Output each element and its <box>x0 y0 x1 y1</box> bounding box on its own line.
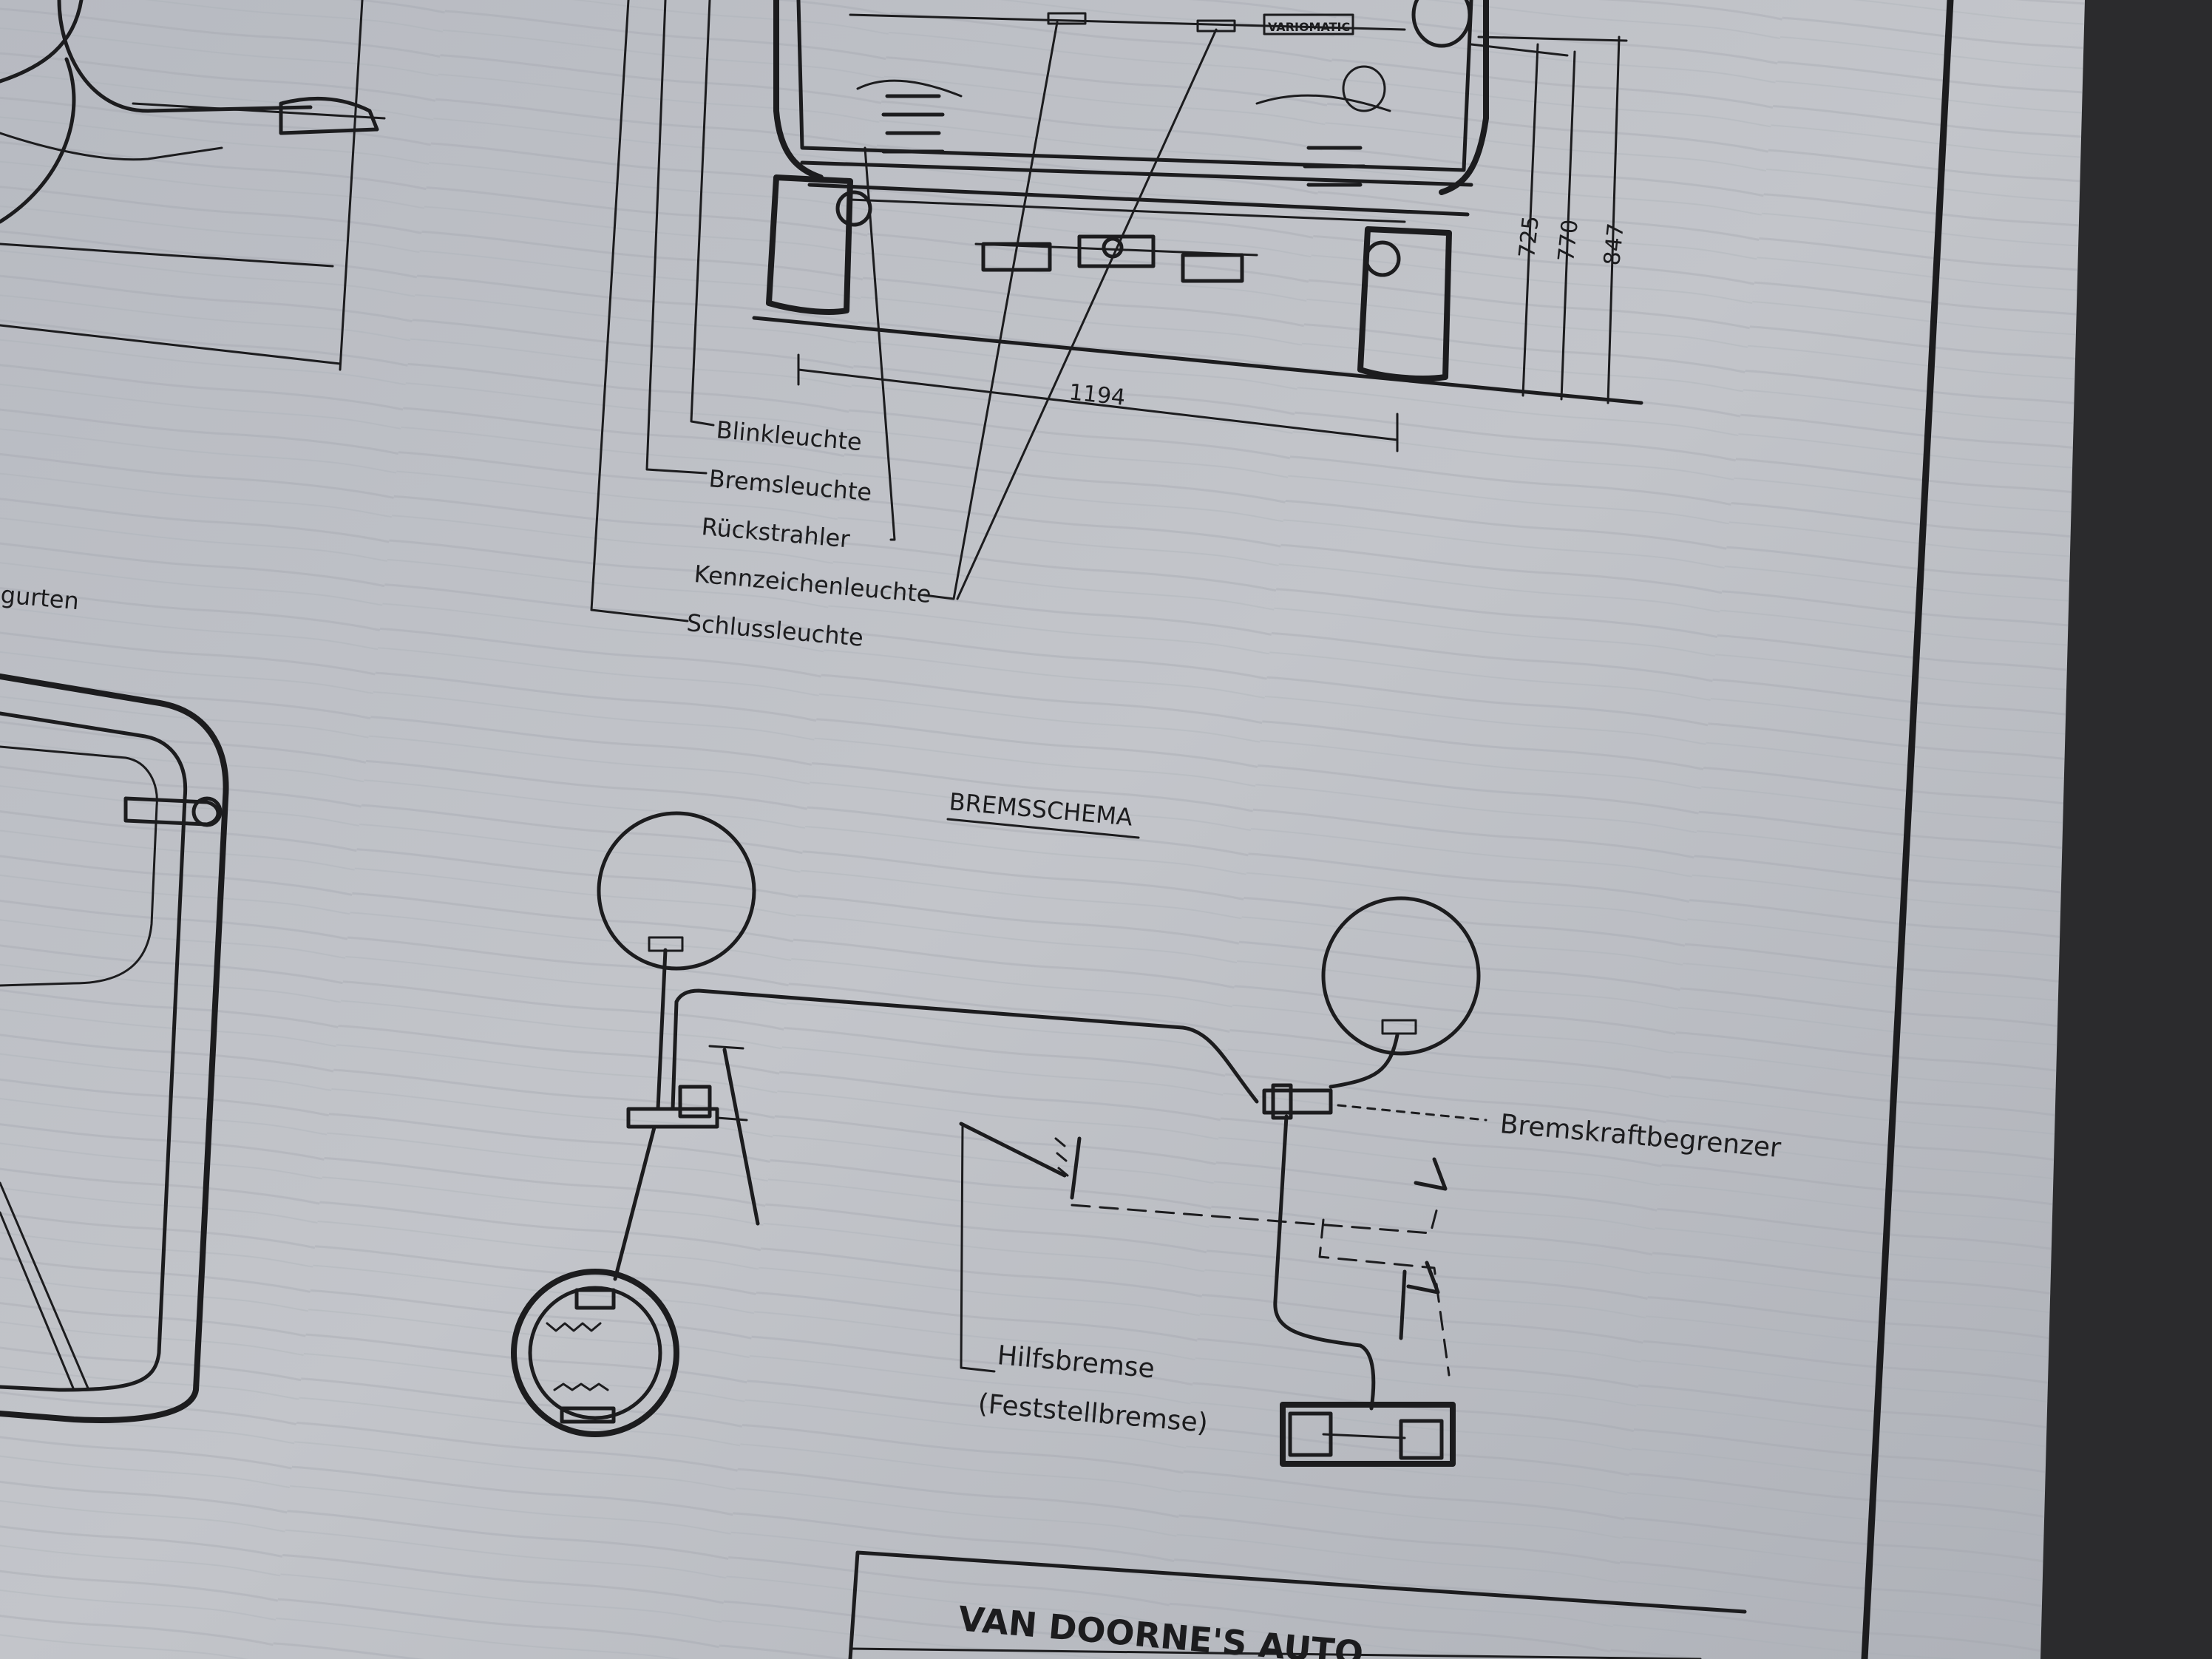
rear-view-drawing: VARIOMATIC <box>752 0 1643 405</box>
dim-847: 847 <box>1599 222 1629 267</box>
front-wheel-left <box>597 811 756 971</box>
frame-border-right <box>1861 0 1954 1659</box>
side-view-fragment <box>0 0 386 371</box>
dim-725: 725 <box>1514 214 1544 259</box>
front-wheel-right <box>1321 896 1481 1056</box>
light-leader-lines <box>590 0 1218 622</box>
dim-770: 770 <box>1553 218 1584 263</box>
rear-view-dimensions: 1194 725 770 847 <box>797 35 1629 452</box>
rear-drum-brake <box>511 1269 679 1437</box>
top-view-fragment <box>0 674 229 1423</box>
left-fragment-label: gurten <box>0 580 80 615</box>
dim-width: 1194 <box>1068 379 1127 411</box>
brake-force-limiter <box>1262 1088 1333 1115</box>
